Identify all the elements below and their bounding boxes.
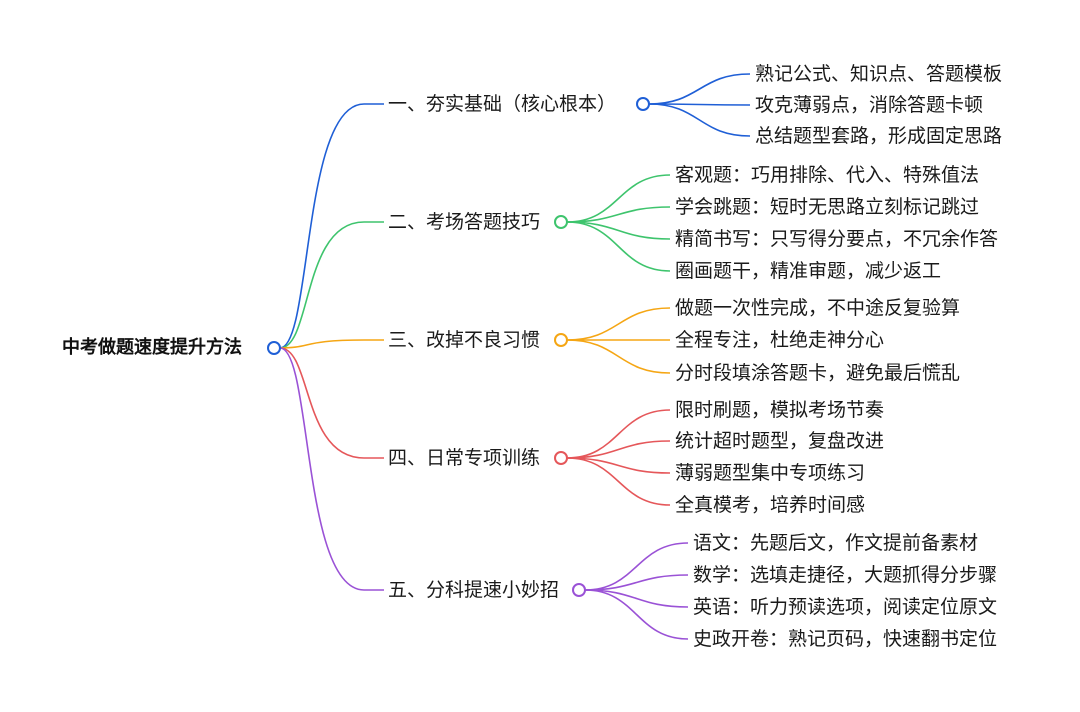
leaf-label: 数学：选填走捷径，大题抓得分步骤 [693, 564, 998, 586]
leaf-connector [566, 457, 671, 474]
root-branch-connector [279, 221, 384, 349]
root-node-icon [267, 341, 281, 355]
branch-label: 五、分科提速小妙招 [388, 579, 560, 601]
leaf-connector [566, 457, 671, 506]
leaf-label: 熟记公式、知识点、答题模板 [755, 63, 1003, 85]
leaf-label: 总结题型套路，形成固定思路 [755, 125, 1003, 147]
leaf-connector [648, 73, 751, 105]
branch-label: 二、考场答题技巧 [388, 211, 541, 233]
leaf-connector [566, 221, 671, 272]
leaf-connector [566, 339, 671, 374]
root-branch-connector [279, 347, 384, 591]
leaf-connector [566, 440, 671, 459]
branch-node-icon [554, 215, 568, 229]
leaf-connector [584, 589, 689, 608]
leaf-label: 限时刷题，模拟考场节奏 [675, 399, 885, 421]
root-label: 中考做题速度提升方法 [62, 337, 242, 358]
leaf-label: 英语：听力预读选项，阅读定位原文 [693, 596, 998, 618]
leaf-label: 学会跳题：短时无思路立刻标记跳过 [675, 196, 980, 218]
leaf-label: 史政开卷：熟记页码，快速翻书定位 [693, 628, 998, 650]
leaf-connector [584, 589, 689, 640]
leaf-label: 统计超时题型，复盘改进 [675, 430, 885, 452]
leaf-connector [648, 103, 751, 137]
root-branch-connector [279, 347, 384, 459]
branch-node-icon [636, 97, 650, 111]
leaf-connector [566, 221, 671, 240]
leaf-label: 攻克薄弱点，消除答题卡顿 [755, 94, 984, 116]
branch-label: 一、夯实基础（核心根本） [388, 93, 617, 115]
leaf-label: 全真模考，培养时间感 [675, 494, 866, 516]
leaf-label: 语文：先题后文，作文提前备素材 [693, 532, 979, 554]
root-branch-connector [279, 339, 384, 349]
leaf-label: 圈画题干，精准审题，减少返工 [675, 260, 942, 282]
leaf-label: 薄弱题型集中专项练习 [675, 462, 866, 484]
leaf-label: 全程专注，杜绝走神分心 [675, 329, 885, 351]
leaf-connector [566, 174, 671, 223]
leaf-connector [566, 409, 671, 459]
root-branch-connector [279, 103, 384, 349]
leaf-label: 精简书写：只写得分要点，不冗余作答 [675, 228, 999, 250]
leaf-connector [584, 542, 689, 591]
leaf-label: 做题一次性完成，不中途反复验算 [675, 297, 961, 319]
branch-node-icon [572, 583, 586, 597]
branch-node-icon [554, 451, 568, 465]
leaf-connector [648, 103, 751, 106]
leaf-label: 客观题：巧用排除、代入、特殊值法 [675, 164, 980, 186]
leaf-connector [566, 206, 671, 223]
leaf-label: 分时段填涂答题卡，避免最后慌乱 [675, 362, 961, 384]
branch-label: 四、日常专项训练 [388, 447, 541, 469]
branch-label: 三、改掉不良习惯 [388, 329, 541, 351]
leaf-connector [566, 307, 671, 341]
leaf-connector [584, 574, 689, 591]
branch-node-icon [554, 333, 568, 347]
